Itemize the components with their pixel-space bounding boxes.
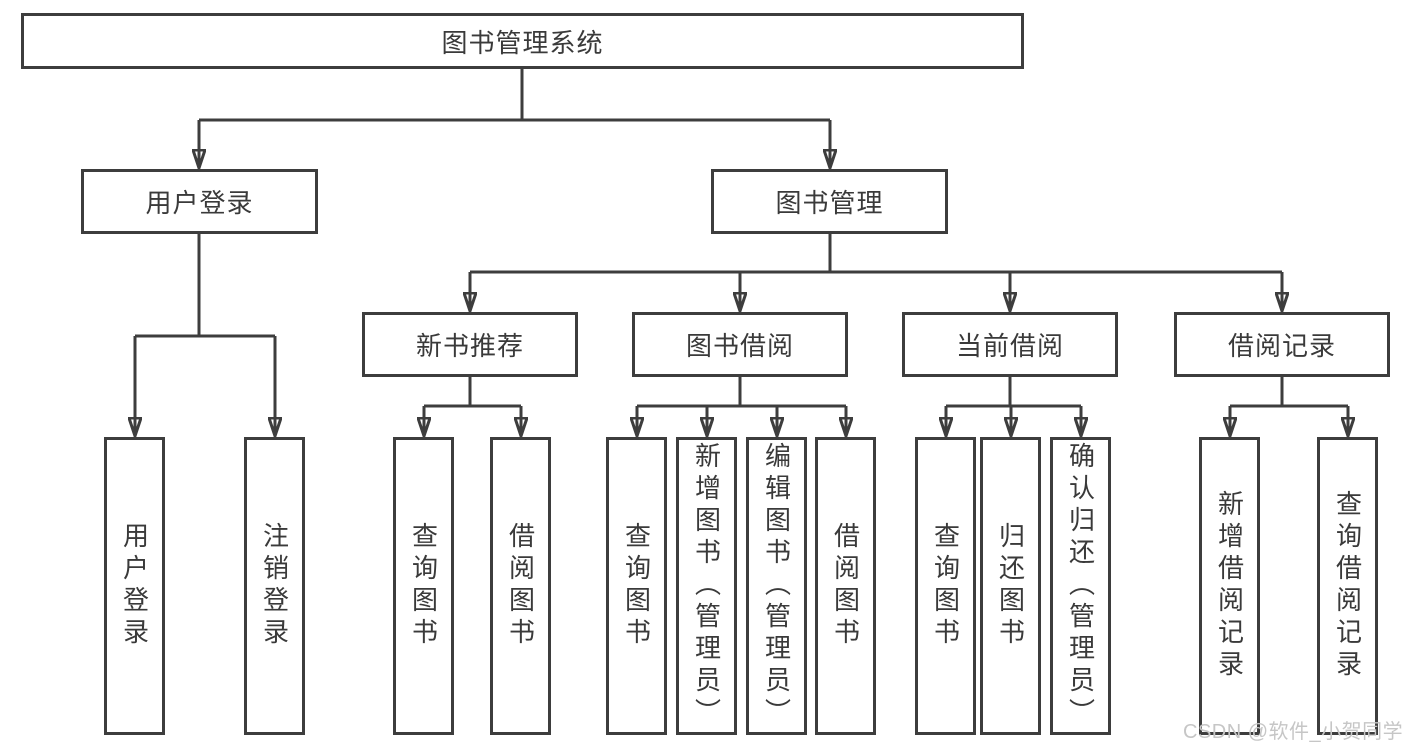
- leaf-current-confirm-return-admin: 确认归还（管理员）: [1050, 437, 1111, 735]
- node-new-book-recommend: 新书推荐: [362, 312, 578, 377]
- connector-book-borrow-to-leaves: [637, 377, 846, 436]
- leaf-borrow-borrow-books-label: 借阅图书: [830, 522, 861, 650]
- leaf-current-return-books-label: 归还图书: [995, 522, 1026, 650]
- leaf-current-query-books: 查询图书: [915, 437, 976, 735]
- leaf-borrow-query-books-label: 查询图书: [621, 522, 652, 650]
- leaf-borrow-add-books-admin-label: 新增图书（管理员）: [691, 442, 722, 730]
- leaf-newbooks-borrow-books-label: 借阅图书: [505, 522, 536, 650]
- leaf-current-return-books: 归还图书: [980, 437, 1041, 735]
- node-book-borrowing: 图书借阅: [632, 312, 848, 377]
- connector-records-to-leaves: [1230, 377, 1348, 436]
- node-user-login: 用户登录: [81, 169, 318, 234]
- leaf-user-login-label: 用户登录: [119, 522, 150, 650]
- leaf-newbooks-borrow-books: 借阅图书: [490, 437, 551, 735]
- connector-book-mgmt-to-level3: [470, 234, 1282, 311]
- connector-root-to-level2: [199, 69, 830, 168]
- leaf-borrow-add-books-admin: 新增图书（管理员）: [676, 437, 737, 735]
- leaf-current-confirm-return-admin-label: 确认归还（管理员）: [1065, 442, 1096, 730]
- connector-user-login-to-leaves: [135, 234, 275, 436]
- node-book-management: 图书管理: [711, 169, 948, 234]
- leaf-records-query-record-label: 查询借阅记录: [1332, 490, 1363, 682]
- leaf-newbooks-query-books: 查询图书: [393, 437, 454, 735]
- leaf-borrow-edit-books-admin: 编辑图书（管理员）: [746, 437, 807, 735]
- leaf-user-login: 用户登录: [104, 437, 165, 735]
- leaf-records-add-record: 新增借阅记录: [1199, 437, 1260, 735]
- connector-new-books-to-leaves: [424, 377, 521, 436]
- csdn-watermark: CSDN @软件_小贺同学: [1183, 721, 1404, 743]
- leaf-logout-label: 注销登录: [259, 522, 290, 650]
- leaf-records-add-record-label: 新增借阅记录: [1214, 490, 1245, 682]
- leaf-borrow-query-books: 查询图书: [606, 437, 667, 735]
- node-borrow-records: 借阅记录: [1174, 312, 1390, 377]
- node-current-borrowing: 当前借阅: [902, 312, 1118, 377]
- leaf-borrow-borrow-books: 借阅图书: [815, 437, 876, 735]
- leaf-records-query-record: 查询借阅记录: [1317, 437, 1378, 735]
- node-root-system: 图书管理系统: [21, 13, 1024, 69]
- leaf-newbooks-query-books-label: 查询图书: [408, 522, 439, 650]
- connector-current-borrow-to-leaves: [946, 377, 1081, 436]
- leaf-logout: 注销登录: [244, 437, 305, 735]
- leaf-borrow-edit-books-admin-label: 编辑图书（管理员）: [761, 442, 792, 730]
- leaf-current-query-books-label: 查询图书: [930, 522, 961, 650]
